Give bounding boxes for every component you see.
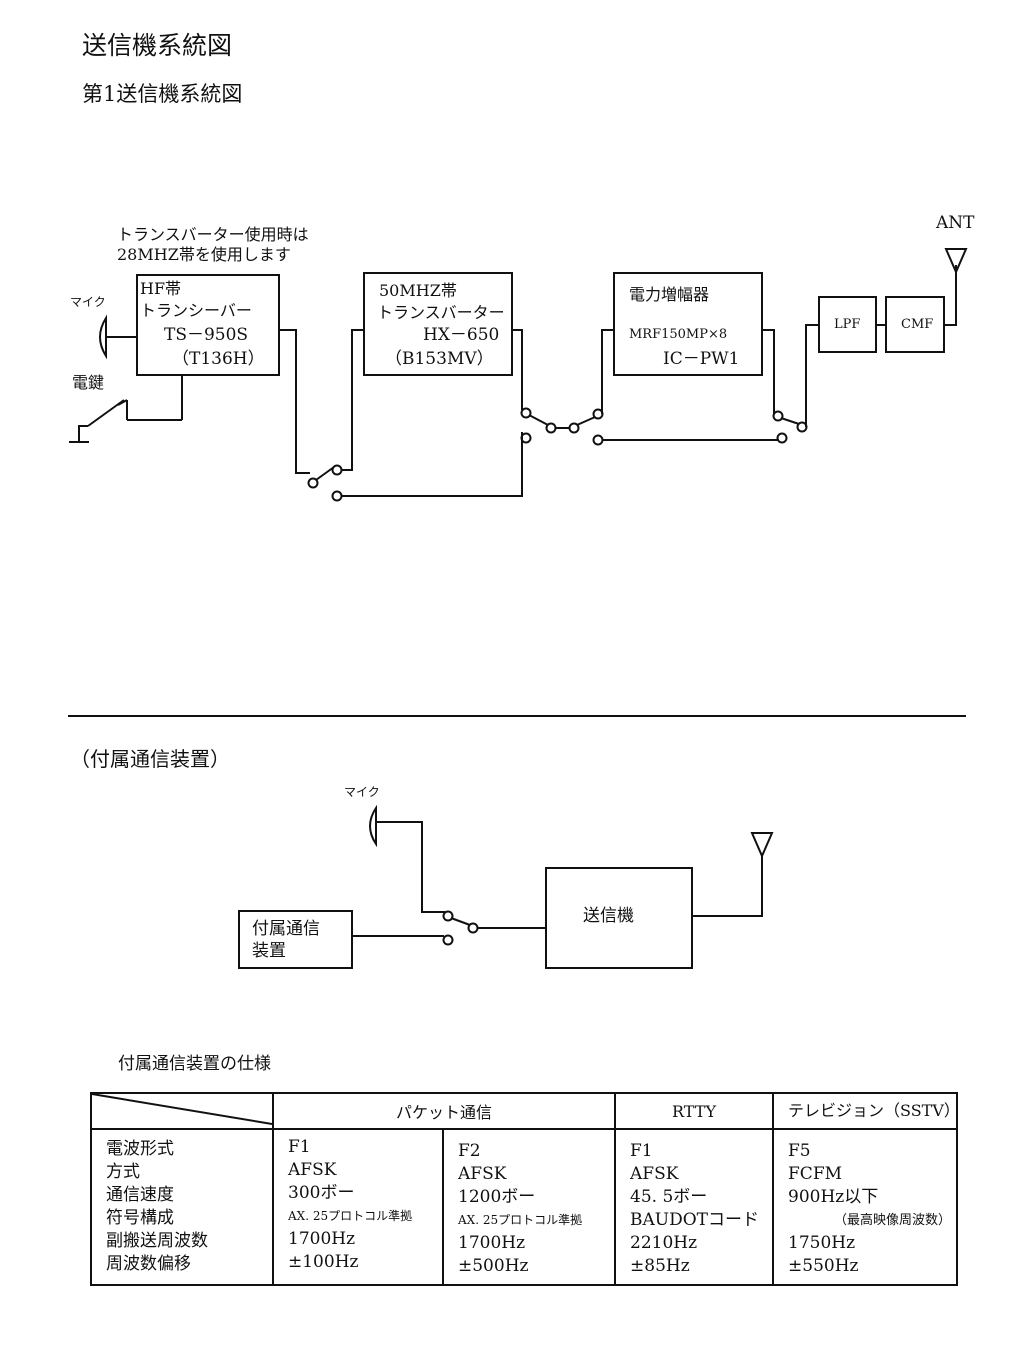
note-line-1: トランスバーター使用時は bbox=[117, 225, 309, 244]
spec-value: AX. 25プロトコル準拠 bbox=[458, 1213, 583, 1227]
spec-value: AFSK bbox=[288, 1160, 337, 1180]
ant-label: ANT bbox=[936, 213, 975, 233]
spec-col-sstv: F5 FCFM 900Hz以下 （最高映像周波数） 1750Hz ±550Hz bbox=[772, 1128, 959, 1286]
page-title: 送信機系統図 bbox=[82, 31, 233, 60]
switch-contact bbox=[772, 410, 784, 422]
hf-line-3: TS－950S bbox=[164, 325, 249, 345]
cmf-box: CMF bbox=[885, 296, 945, 353]
spec-value: 45. 5ボー bbox=[630, 1187, 708, 1207]
lpf-label: LPF bbox=[834, 317, 861, 332]
spec-value: ±100Hz bbox=[288, 1252, 359, 1272]
hf-line-2: トランシーバー bbox=[140, 301, 252, 320]
spec-header-packet: パケット通信 bbox=[271, 1092, 617, 1130]
switch-contact bbox=[776, 432, 788, 444]
spec-value: 300ボー bbox=[288, 1183, 355, 1203]
spec-value: 1750Hz bbox=[788, 1233, 856, 1253]
spec-value: ±500Hz bbox=[458, 1256, 529, 1276]
spec-value: AX. 25プロトコル準拠 bbox=[288, 1209, 413, 1223]
transverter-line-4: （B153MV） bbox=[385, 349, 494, 369]
lpf-box: LPF bbox=[818, 296, 877, 353]
telegraph-key-icon bbox=[69, 376, 183, 443]
cmf-label: CMF bbox=[901, 317, 934, 332]
switch-contact bbox=[442, 934, 454, 946]
aux-box-line-2: 装置 bbox=[252, 941, 286, 961]
hf-transceiver-box: HF帯 トランシーバー TS－950S （T136H） bbox=[136, 274, 280, 376]
spec-value: AFSK bbox=[630, 1164, 679, 1184]
spec-value: F1 bbox=[288, 1137, 311, 1157]
mic-label: マイク bbox=[70, 295, 106, 309]
antenna-icon bbox=[750, 832, 774, 859]
spec-value: ±550Hz bbox=[788, 1256, 859, 1276]
spec-value: （最高映像周波数） bbox=[834, 1213, 952, 1228]
spec-value: F5 bbox=[788, 1141, 811, 1161]
aux-device-box: 付属通信 装置 bbox=[238, 910, 353, 969]
spec-col-packet-2: F2 AFSK 1200ボー AX. 25プロトコル準拠 1700Hz ±500… bbox=[441, 1128, 617, 1286]
switch-contact bbox=[307, 477, 319, 489]
spec-value: 1700Hz bbox=[288, 1229, 356, 1249]
spec-value: ±85Hz bbox=[630, 1256, 690, 1276]
hf-line-1: HF帯 bbox=[140, 279, 182, 298]
spec-table: パケット通信 RTTY テレビジョン（SSTV） 電波形式 方式 通信速度 符号… bbox=[90, 1092, 960, 1286]
spec-col-packet-1: F1 AFSK 300ボー AX. 25プロトコル準拠 1700Hz ±100H… bbox=[272, 1128, 444, 1286]
antenna-icon bbox=[944, 248, 968, 275]
transmitter-box: 送信機 bbox=[545, 867, 693, 969]
row-label: 電波形式 bbox=[106, 1139, 174, 1159]
spec-col-rtty: F1 AFSK 45. 5ボー BAUDOTコード 2210Hz ±85Hz bbox=[614, 1128, 775, 1286]
row-label: 方式 bbox=[106, 1162, 140, 1182]
spec-header-sstv: テレビジョン（SSTV） bbox=[772, 1092, 960, 1130]
aux-mic-label: マイク bbox=[344, 785, 380, 799]
transverter-line-3: HX－650 bbox=[423, 325, 500, 345]
row-label: 通信速度 bbox=[106, 1185, 174, 1205]
note-line-2: 28MHZ帯を使用します bbox=[117, 245, 291, 264]
microphone-icon bbox=[369, 804, 377, 848]
spec-corner-cell bbox=[90, 1092, 274, 1130]
hf-line-4: （T136H） bbox=[172, 349, 265, 369]
transmitter-label: 送信機 bbox=[583, 906, 634, 926]
switch-contact bbox=[442, 910, 454, 922]
aux-box-line-1: 付属通信 bbox=[252, 919, 320, 939]
amp-line-2: MRF150MP×8 bbox=[629, 327, 728, 342]
spec-row-labels: 電波形式 方式 通信速度 符号構成 副搬送周波数 周波数偏移 bbox=[90, 1128, 274, 1286]
spec-title: 付属通信装置の仕様 bbox=[118, 1054, 271, 1074]
amp-line-1: 電力増幅器 bbox=[629, 285, 710, 304]
spec-value: 1700Hz bbox=[458, 1233, 526, 1253]
switch-contact bbox=[592, 434, 604, 446]
power-amplifier-box: 電力増幅器 MRF150MP×8 IC－PW1 bbox=[613, 272, 763, 376]
spec-value: FCFM bbox=[788, 1164, 843, 1184]
spec-value: AFSK bbox=[458, 1164, 507, 1184]
spec-header-sstv-text: テレビジョン（SSTV） bbox=[788, 1101, 960, 1120]
amp-line-3: IC－PW1 bbox=[663, 349, 740, 369]
page-subtitle: 第1送信機系統図 bbox=[82, 82, 243, 106]
transverter-line-2: トランスバーター bbox=[377, 303, 505, 322]
switch-contact bbox=[331, 490, 343, 502]
aux-section-heading: （付属通信装置） bbox=[70, 747, 230, 771]
key-label: 電鍵 bbox=[72, 373, 105, 392]
microphone-icon bbox=[99, 314, 107, 360]
spec-header-rtty: RTTY bbox=[614, 1092, 775, 1130]
row-label: 周波数偏移 bbox=[106, 1254, 191, 1274]
spec-value: F2 bbox=[458, 1141, 481, 1161]
row-label: 副搬送周波数 bbox=[106, 1231, 208, 1251]
spec-value: 1200ボー bbox=[458, 1187, 536, 1207]
spec-value: F1 bbox=[630, 1141, 653, 1161]
spec-value: BAUDOTコード bbox=[630, 1210, 760, 1230]
row-label: 符号構成 bbox=[106, 1208, 174, 1228]
spec-value: 2210Hz bbox=[630, 1233, 698, 1253]
transverter-line-1: 50MHZ帯 bbox=[379, 281, 457, 300]
transverter-box: 50MHZ帯 トランスバーター HX－650 （B153MV） bbox=[363, 272, 513, 376]
switch-contact bbox=[520, 432, 532, 444]
switch-contact bbox=[520, 407, 532, 419]
spec-value: 900Hz以下 bbox=[788, 1187, 879, 1207]
